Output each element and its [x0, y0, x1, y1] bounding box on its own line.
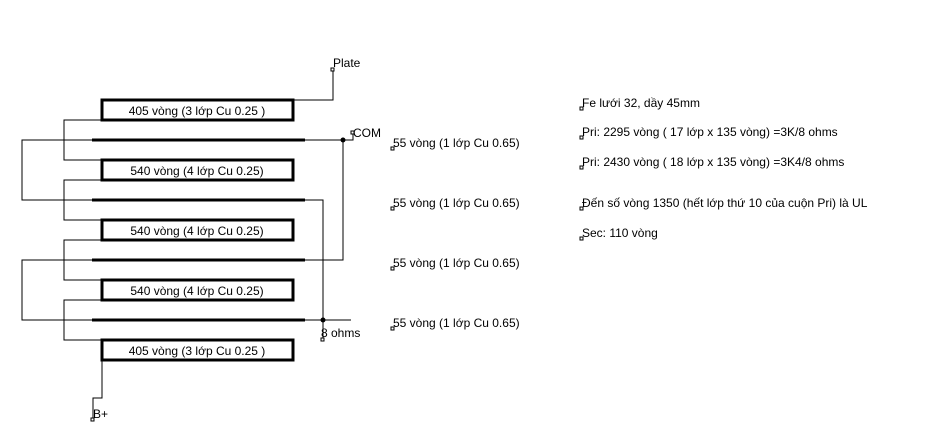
secondary-label-1: 55 vòng (1 lớp Cu 0.65) — [390, 136, 520, 151]
terminal-8-ohms: 8 ohms — [321, 326, 360, 340]
primary-winding-4: 540 vòng (4 lớp Cu 0.25) — [100, 278, 295, 302]
primary-winding-2: 540 vòng (4 lớp Cu 0.25) — [100, 158, 295, 182]
wire-secondary-left-b — [21, 259, 92, 321]
note-primary-3k: Pri: 2295 vòng ( 17 lớp x 135 vòng) =3K/… — [582, 125, 838, 139]
note-primary-3k4: Pri: 2430 vòng ( 18 lớp x 135 vòng) =3K4… — [582, 155, 844, 169]
wire-com-drop — [305, 140, 344, 261]
primary-winding-box — [100, 338, 295, 362]
wire-b-plus — [92, 360, 103, 418]
primary-winding-label: 405 vòng (3 lớp Cu 0.25 ) — [129, 344, 266, 358]
wiring — [21, 70, 354, 418]
secondary-winding-label: 55 vòng (1 lớp Cu 0.65) — [393, 316, 520, 330]
pin-plate-icon — [330, 67, 335, 72]
primary-winding-label: 540 vòng (4 lớp Cu 0.25) — [130, 224, 263, 238]
note-anchor-icon — [579, 135, 584, 140]
wire-8-ohm-bus — [305, 199, 324, 338]
secondary-winding-label: 55 vòng (1 lớp Cu 0.65) — [393, 256, 520, 270]
secondary-label-3: 55 vòng (1 lớp Cu 0.65) — [390, 256, 520, 271]
note-anchor-icon — [579, 165, 584, 170]
note-anchor-icon — [579, 206, 584, 211]
secondary-winding-label: 55 vòng (1 lớp Cu 0.65) — [393, 136, 520, 150]
secondary-label-4: 55 vòng (1 lớp Cu 0.65) — [390, 316, 520, 331]
note-core: Fe lưới 32, dầy 45mm — [582, 96, 700, 110]
primary-winding-3: 540 vòng (4 lớp Cu 0.25) — [100, 218, 295, 242]
wire-primary-series — [63, 119, 103, 341]
label-anchor-icon — [390, 206, 395, 211]
wire-plate — [293, 70, 334, 101]
notes: Fe lưới 32, dầy 45mm Pri: 2295 vòng ( 17… — [579, 96, 868, 241]
pin-com-icon — [350, 130, 355, 135]
primary-winding-box — [100, 218, 295, 242]
junction-dot-com — [340, 137, 346, 143]
note-secondary: Sec: 110 vòng — [582, 226, 658, 240]
label-anchor-icon — [390, 266, 395, 271]
primary-winding-label: 540 vòng (4 lớp Cu 0.25) — [130, 164, 263, 178]
primary-winding-5: 405 vòng (3 lớp Cu 0.25 ) — [100, 338, 295, 362]
label-anchor-icon — [390, 146, 395, 151]
label-anchor-icon — [390, 326, 395, 331]
note-anchor-icon — [579, 106, 584, 111]
wire-secondary-left-a — [21, 139, 92, 201]
terminal-b-plus: B+ — [93, 407, 108, 421]
wire-com-bus — [305, 133, 354, 141]
primary-winding-box — [100, 278, 295, 302]
pin-8-ohms-icon — [320, 337, 325, 342]
note-anchor-icon — [579, 236, 584, 241]
note-ultralinear-tap: Đến số vòng 1350 (hết lớp thứ 10 của cuộ… — [582, 196, 868, 210]
primary-winding-label: 405 vòng (3 lớp Cu 0.25 ) — [129, 104, 266, 118]
secondary-bars — [92, 138, 305, 322]
secondary-winding-label: 55 vòng (1 lớp Cu 0.65) — [393, 196, 520, 210]
terminal-plate: Plate — [333, 56, 361, 70]
terminal-com: COM — [353, 126, 381, 140]
pin-b-plus-icon — [90, 417, 95, 422]
primary-winding-1: 405 vòng (3 lớp Cu 0.25 ) — [100, 98, 295, 122]
primary-winding-box — [100, 98, 295, 122]
junction-dot-8-ohms — [320, 317, 326, 323]
primary-winding-label: 540 vòng (4 lớp Cu 0.25) — [130, 284, 263, 298]
primary-winding-box — [100, 158, 295, 182]
secondary-label-2: 55 vòng (1 lớp Cu 0.65) — [390, 196, 520, 211]
